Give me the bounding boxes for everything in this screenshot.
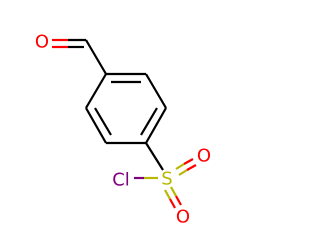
ring-inner-double-2 xyxy=(140,107,158,136)
ring-inner-double-3 xyxy=(94,107,112,136)
ring-bond-5 xyxy=(85,107,107,144)
aldehyde-cc-bond xyxy=(85,39,107,75)
ring-sulfur-bond xyxy=(145,142,164,171)
sulfur-oxygen-upper-bond-1 xyxy=(175,163,185,170)
chlorine-label: Cl xyxy=(112,170,130,191)
sulfonyl-oxygen-lower-label: O xyxy=(176,207,190,228)
sulfonyl-chloride-group: S Cl O O xyxy=(112,146,211,228)
ring-bond-3 xyxy=(145,107,167,144)
ring-bond-2 xyxy=(145,73,167,109)
sulfur-oxygen-lower-bond-2b xyxy=(175,195,182,206)
chemical-structure-diagram: O S Cl O O xyxy=(35,32,211,228)
sulfur-oxygen-upper-bond-1b xyxy=(183,158,194,165)
sulfur-oxygen-lower-bond-2 xyxy=(170,186,177,197)
aldehyde-group: O xyxy=(35,32,107,75)
sulfur-oxygen-upper-bond-2b xyxy=(186,164,197,171)
benzene-ring xyxy=(85,72,167,145)
ring-bond-6 xyxy=(85,73,107,109)
sulfur-oxygen-lower-bond-1b xyxy=(169,198,176,209)
sulfonyl-oxygen-upper-label: O xyxy=(197,146,211,167)
sulfur-oxygen-lower-bond-1 xyxy=(164,189,171,200)
aldehyde-oxygen-label: O xyxy=(35,32,49,53)
sulfur-oxygen-upper-bond-2 xyxy=(178,169,188,176)
sulfur-label: S xyxy=(161,169,172,190)
